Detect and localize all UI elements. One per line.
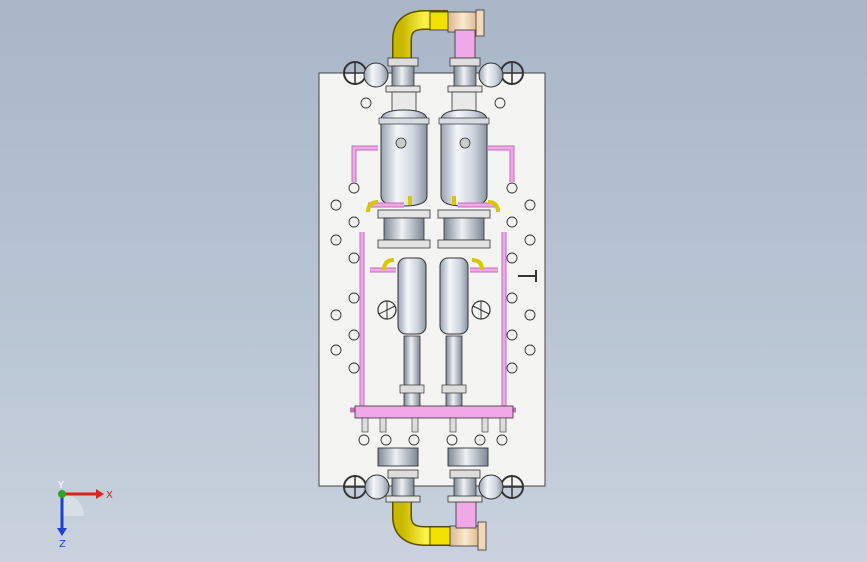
mid-flange-left[interactable] bbox=[377, 209, 431, 249]
bottom-manifold[interactable] bbox=[354, 405, 514, 433]
side-valves-left[interactable] bbox=[330, 97, 372, 374]
bottom-elbow-pipe[interactable] bbox=[392, 496, 487, 551]
z-axis-arrow-icon bbox=[57, 528, 67, 536]
upper-vessel-left[interactable] bbox=[378, 91, 430, 207]
gauge-icon[interactable] bbox=[377, 300, 397, 320]
shaft-right[interactable] bbox=[441, 335, 467, 413]
orientation-triad: X Y Z bbox=[57, 480, 113, 550]
gauge-icon[interactable] bbox=[471, 300, 491, 320]
z-axis-label: Z bbox=[59, 539, 66, 550]
valve-icon[interactable] bbox=[478, 474, 504, 500]
upper-vessel-right[interactable] bbox=[438, 91, 490, 207]
lower-tank-right[interactable] bbox=[439, 257, 469, 335]
handwheel-icon[interactable] bbox=[500, 475, 524, 499]
mid-flange-right[interactable] bbox=[437, 209, 491, 249]
x-axis-label: X bbox=[106, 490, 113, 501]
x-axis-arrow-icon bbox=[96, 489, 104, 499]
top-flange-right[interactable] bbox=[447, 57, 483, 93]
valve-icon[interactable] bbox=[364, 474, 390, 500]
bottom-valves[interactable] bbox=[358, 434, 508, 467]
valve-icon[interactable] bbox=[363, 62, 389, 88]
y-axis-label: Y bbox=[57, 480, 65, 491]
bottom-flange-left[interactable] bbox=[385, 469, 421, 503]
small-yellow-elbows[interactable] bbox=[366, 196, 500, 271]
handwheel-icon[interactable] bbox=[343, 61, 367, 85]
handwheel-icon[interactable] bbox=[500, 61, 524, 85]
base-plate[interactable] bbox=[318, 72, 546, 487]
lower-tank-left[interactable] bbox=[397, 257, 427, 335]
shaft-left[interactable] bbox=[399, 335, 425, 413]
side-valves-right[interactable] bbox=[494, 97, 537, 374]
valve-icon[interactable] bbox=[478, 62, 504, 88]
y-axis-dot-icon bbox=[58, 490, 66, 498]
bottom-flange-right[interactable] bbox=[447, 469, 483, 503]
handwheel-icon[interactable] bbox=[343, 475, 367, 499]
